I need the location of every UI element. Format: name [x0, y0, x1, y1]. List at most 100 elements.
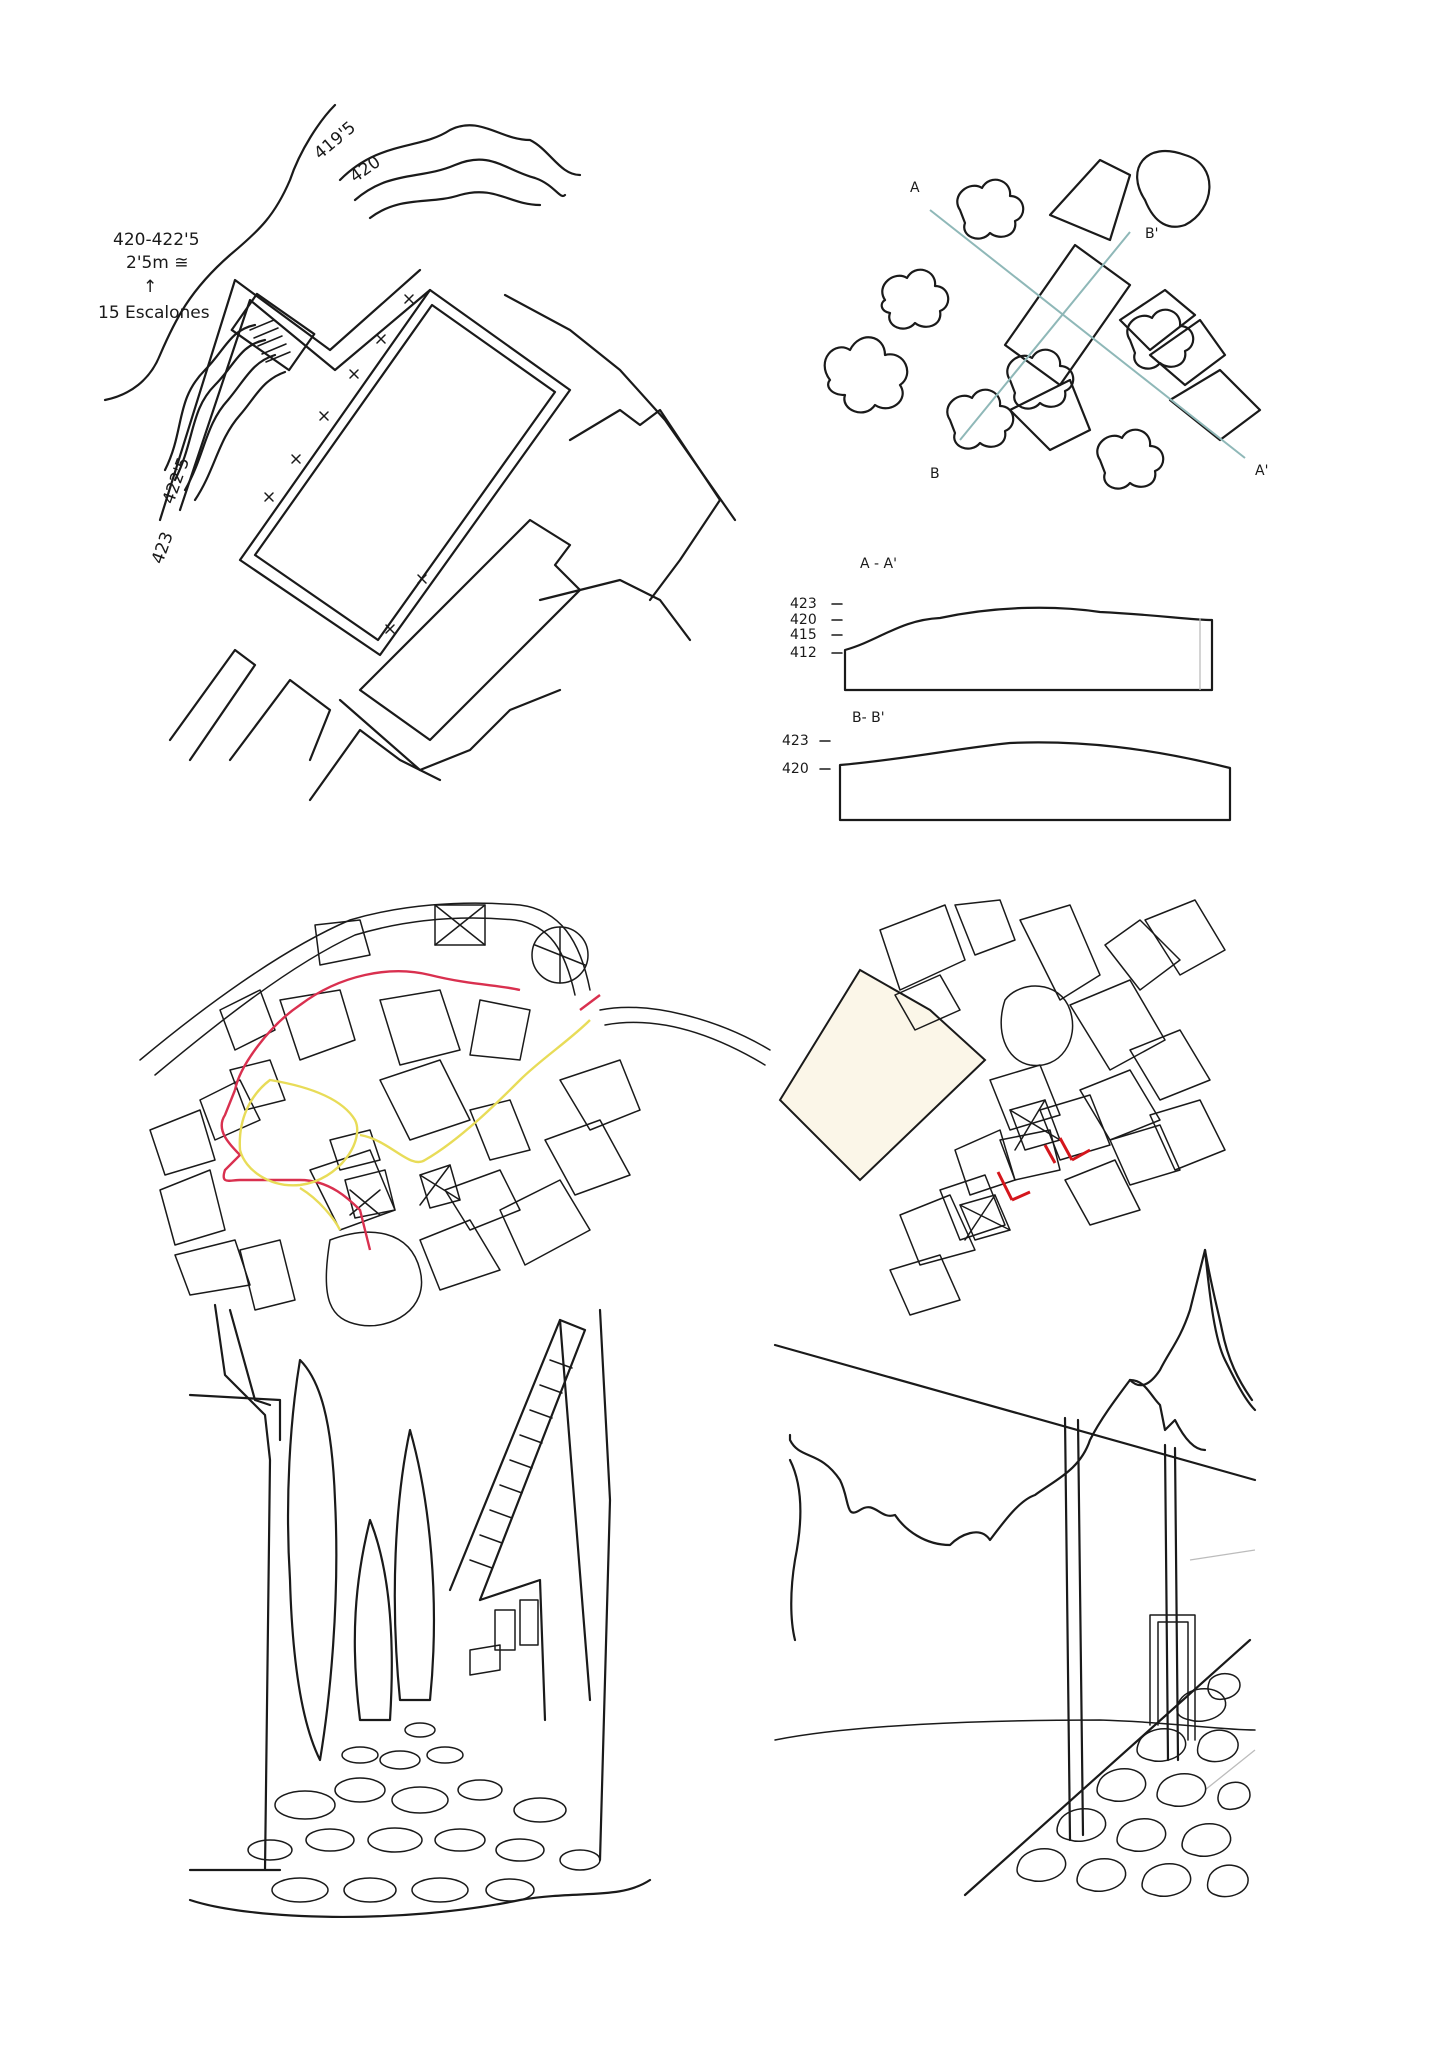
access-plan-panel — [778, 899, 1226, 1316]
section-bb-profile — [838, 741, 1232, 822]
contour-label: 420 — [346, 152, 384, 187]
contour-line — [173, 338, 267, 482]
route-yellow-loop — [238, 1078, 359, 1187]
right-wall — [558, 1308, 612, 1862]
left-hill — [788, 1458, 802, 1642]
section-aa-profile — [843, 606, 1214, 692]
town-blocks — [149, 904, 641, 1327]
contour-line — [353, 158, 567, 202]
access-markers — [996, 1137, 1091, 1202]
section-bb-title: B- B' — [852, 710, 885, 726]
building-block — [358, 518, 582, 742]
street-edge — [538, 578, 692, 642]
contour-line — [368, 191, 542, 220]
post — [1063, 1416, 1085, 1842]
right-facade — [478, 1578, 547, 1722]
stair-treads — [249, 319, 291, 363]
contour-line — [338, 124, 582, 182]
post — [1163, 1443, 1180, 1762]
building-outline — [568, 408, 722, 602]
level-label: 423 — [782, 733, 809, 749]
vegetation — [823, 178, 1195, 490]
railing-marks — [264, 294, 427, 634]
level-label: 412 — [790, 645, 817, 661]
route-red-west — [220, 1089, 372, 1251]
left-cornice — [228, 1308, 272, 1407]
contour-line — [163, 323, 257, 472]
cypress-tree — [393, 1428, 435, 1702]
route-plan-panel — [139, 902, 771, 1327]
roof-beam — [773, 1343, 1257, 1482]
stone-wall-stones — [1016, 1673, 1251, 1898]
street-edge — [308, 728, 442, 802]
building-outline — [338, 688, 562, 772]
section-marker-a-prime: A' — [1255, 463, 1268, 479]
mountain-silhouette — [1128, 1378, 1207, 1452]
mountain-silhouette — [788, 1378, 1132, 1547]
level-ticks — [831, 603, 843, 654]
outer-road — [599, 1006, 771, 1051]
contour-line — [193, 370, 287, 502]
section-aa-title: A - A' — [860, 556, 897, 572]
stone-wall-edge — [963, 1638, 1252, 1897]
cypress-tree — [286, 1358, 338, 1762]
access-blocks — [879, 899, 1226, 1316]
balcony — [469, 1644, 501, 1676]
ground-line — [188, 1878, 652, 1919]
mountain-silhouette — [1128, 1248, 1257, 1412]
route-red-end — [579, 994, 601, 1011]
site-plan-panel: 420-422'5 2'5m ≅ ↑ 15 Escalones 419'5 42… — [98, 103, 737, 802]
left-roof-edge — [188, 1393, 282, 1442]
section-line-aa — [929, 209, 1246, 459]
door-frame — [1149, 1614, 1196, 1741]
street-edge — [168, 648, 257, 762]
contour-line — [103, 103, 337, 402]
contour-label: 423 — [148, 529, 178, 566]
window — [519, 1599, 539, 1646]
plaza-platform — [238, 288, 572, 657]
section-marker-b: B — [930, 466, 940, 482]
outer-road — [604, 1021, 766, 1066]
door-frame-inner — [1157, 1621, 1189, 1741]
route-red-north — [233, 970, 521, 1091]
street-view-panel — [188, 1303, 652, 1919]
roof-tiles — [469, 1359, 573, 1569]
street-edge — [228, 678, 332, 762]
level-label: 420 — [790, 612, 817, 628]
route-yellow-south — [299, 1186, 342, 1231]
outer-road — [139, 902, 591, 1061]
level-ticks — [819, 740, 831, 770]
terrace-wall — [178, 288, 432, 512]
level-label: 423 — [790, 596, 817, 612]
section-marker-a: A — [910, 180, 920, 196]
left-wall — [188, 1303, 282, 1872]
stair-block — [230, 292, 316, 372]
horizon-line — [774, 1719, 1256, 1741]
sections-panel: A A' B B' A - A' 423 420 415 412 B- B' 4… — [782, 149, 1268, 822]
level-label: 420 — [782, 761, 809, 777]
cypress-tree — [353, 1518, 393, 1722]
guide-line — [1189, 1549, 1256, 1561]
level-label: 415 — [790, 627, 817, 643]
right-roof — [448, 1318, 587, 1602]
outer-road — [154, 917, 576, 1076]
arrow-up-icon: ↑ — [143, 277, 157, 297]
steps-note: 15 Escalones — [98, 303, 210, 323]
guide-line — [1204, 1749, 1256, 1791]
terrace-wall — [158, 268, 422, 522]
route-yellow-east — [359, 1019, 591, 1164]
round-tower-marks — [534, 926, 586, 984]
height-note: 2'5m ≅ — [126, 253, 189, 273]
section-marker-b-prime: B' — [1145, 226, 1158, 242]
window — [494, 1609, 516, 1651]
open-field — [778, 968, 987, 1182]
key-plan-buildings — [1003, 149, 1262, 452]
cobblestones — [247, 1722, 601, 1903]
wall-view-panel — [773, 1248, 1257, 1898]
elevation-note: 420-422'5 — [113, 230, 200, 250]
section-line-bb — [959, 231, 1131, 441]
building-outline — [503, 293, 737, 522]
mountain-silhouette — [1203, 1248, 1254, 1402]
plaza-inner-outline — [253, 303, 557, 642]
